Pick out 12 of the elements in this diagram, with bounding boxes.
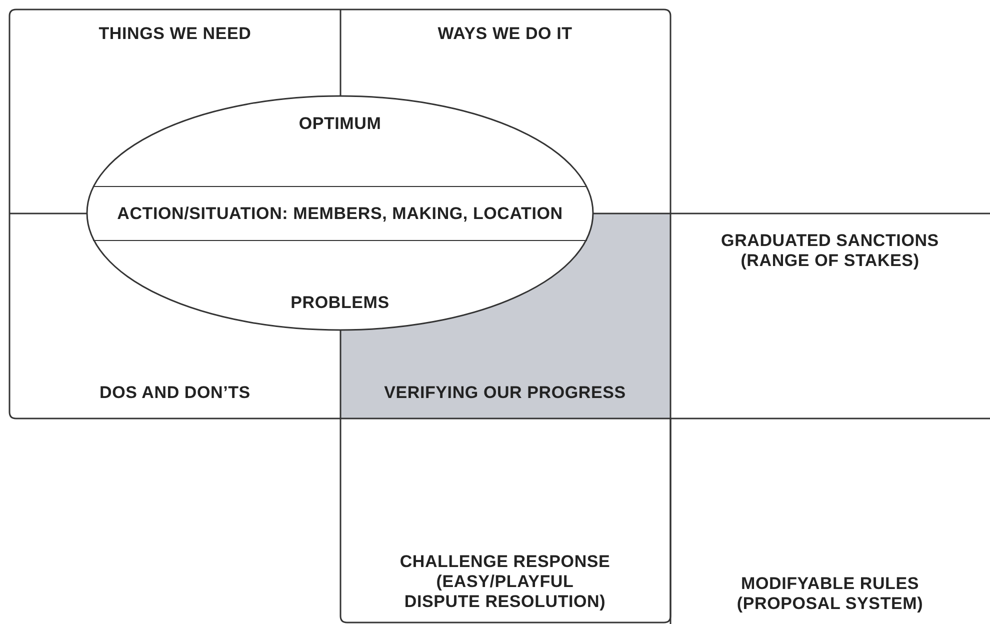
panel-heading: DOS AND DON’TS: [99, 383, 251, 403]
ellipse-shape: [86, 95, 594, 331]
panel-heading: CHALLENGE RESPONSE (EASY/PLAYFUL DISPUTE RESOLUTION): [398, 552, 612, 612]
panel-heading: WAYS WE DO IT: [437, 24, 573, 44]
panel-heading: THINGS WE NEED: [98, 24, 252, 44]
band-label: ACTION/SITUATION: MEMBERS, MAKING, LOCATION: [117, 204, 563, 224]
panel-heading: GRADUATED SANCTIONS (RANGE OF STAKES): [720, 231, 940, 271]
panel-heading: VERIFYING OUR PROGRESS: [384, 383, 626, 403]
ellipse-band: [93, 186, 587, 241]
ellipse-label: PROBLEMS: [290, 293, 390, 313]
ellipse-label: OPTIMUM: [298, 114, 382, 134]
panel-heading: MODIFYABLE RULES (PROPOSAL SYSTEM): [736, 574, 924, 614]
